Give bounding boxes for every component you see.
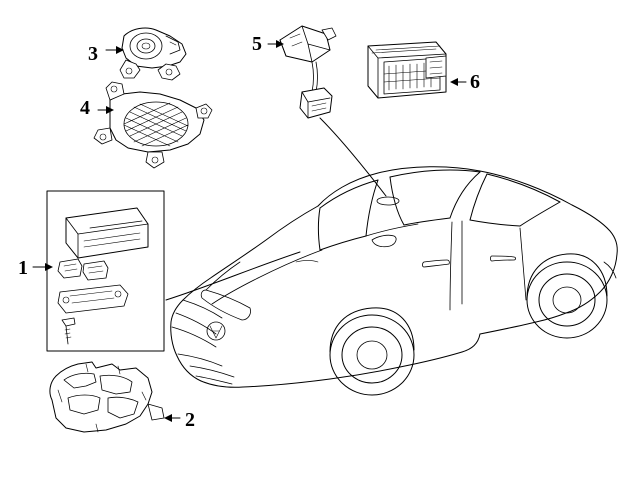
part-2-group [49,361,181,433]
callout-5[interactable]: 5 [252,33,262,55]
vehicle-line-art [170,166,618,396]
callout-6[interactable]: 6 [470,71,480,93]
part-5-group [267,25,387,197]
part-3-group [105,27,187,81]
part-4-group [93,81,213,169]
callout-1[interactable]: 1 [18,257,28,279]
callout-2[interactable]: 2 [185,409,195,431]
callout-4[interactable]: 4 [80,97,90,119]
part-1-group [32,190,301,352]
callout-3[interactable]: 3 [88,43,98,65]
part-6-group [367,41,467,99]
